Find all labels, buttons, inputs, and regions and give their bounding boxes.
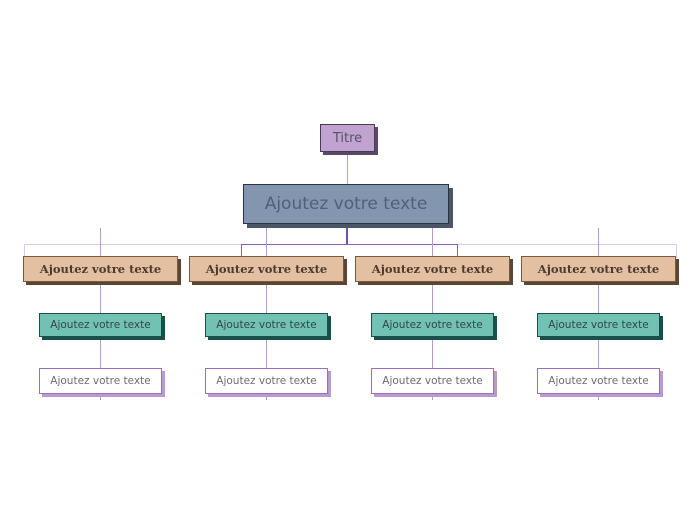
connector-bus-right [457,244,676,245]
node-branch-3[interactable]: Ajoutez votre texte [355,256,510,282]
node-branch-2-label: Ajoutez votre texte [205,262,328,276]
node-branch-3-label: Ajoutez votre texte [371,262,494,276]
node-sub-branch-4[interactable]: Ajoutez votre texte [537,313,660,337]
connector-drop-col-4 [676,244,677,258]
node-leaf-2[interactable]: Ajoutez votre texte [205,368,328,394]
node-branch-4[interactable]: Ajoutez votre texte [521,256,676,282]
node-branch-4-label: Ajoutez votre texte [537,262,660,276]
node-root-label: Ajoutez votre texte [264,194,428,214]
connector-bus-left [24,244,241,245]
node-leaf-1-label: Ajoutez votre texte [50,375,151,387]
node-leaf-1[interactable]: Ajoutez votre texte [39,368,162,394]
connector-root-stem [346,224,348,245]
node-leaf-2-label: Ajoutez votre texte [216,375,317,387]
node-sub-branch-2[interactable]: Ajoutez votre texte [205,313,328,337]
connector-drop-col-3 [457,244,458,258]
node-title[interactable]: Titre [320,124,375,152]
connector-bus-center [241,244,457,245]
connector-title-to-root [347,152,348,184]
connector-drop-col-2 [241,244,242,258]
node-root[interactable]: Ajoutez votre texte [243,184,449,224]
connector-drop-col-1 [24,244,25,258]
node-leaf-4-label: Ajoutez votre texte [548,375,649,387]
node-sub-branch-3-label: Ajoutez votre texte [382,319,483,331]
node-branch-1-label: Ajoutez votre texte [39,262,162,276]
node-title-label: Titre [332,130,363,146]
node-leaf-3[interactable]: Ajoutez votre texte [371,368,494,394]
node-sub-branch-1-label: Ajoutez votre texte [50,319,151,331]
node-leaf-3-label: Ajoutez votre texte [382,375,483,387]
node-sub-branch-3[interactable]: Ajoutez votre texte [371,313,494,337]
node-branch-1[interactable]: Ajoutez votre texte [23,256,178,282]
node-leaf-4[interactable]: Ajoutez votre texte [537,368,660,394]
node-sub-branch-2-label: Ajoutez votre texte [216,319,317,331]
node-sub-branch-4-label: Ajoutez votre texte [548,319,649,331]
node-sub-branch-1[interactable]: Ajoutez votre texte [39,313,162,337]
node-branch-2[interactable]: Ajoutez votre texte [189,256,344,282]
